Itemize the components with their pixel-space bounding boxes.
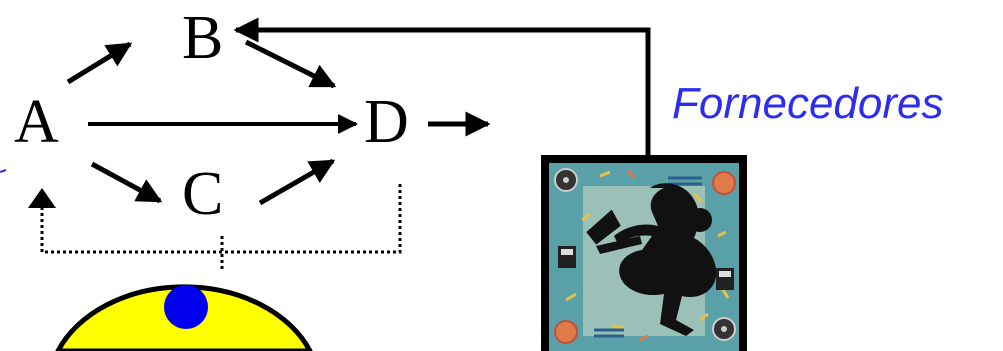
feedback-loop-dotted <box>40 184 402 254</box>
node-a-label: A <box>14 88 59 156</box>
node-b-label: B <box>182 4 223 72</box>
edge-a-to-c <box>90 161 163 204</box>
node-d-label: D <box>364 88 409 156</box>
planet-icon <box>55 284 313 351</box>
edge-c-to-d <box>258 158 336 206</box>
supplier-label: Fornecedores <box>672 79 943 128</box>
feedback-arrowhead <box>28 188 56 208</box>
node-c-label: C <box>182 160 223 228</box>
supplier-clipart-icon <box>541 155 747 351</box>
supplier-to-b-connector <box>233 17 651 155</box>
edge-a-to-b <box>66 41 133 85</box>
edge-b-to-d <box>244 39 337 89</box>
left-edge-stub <box>0 169 7 173</box>
